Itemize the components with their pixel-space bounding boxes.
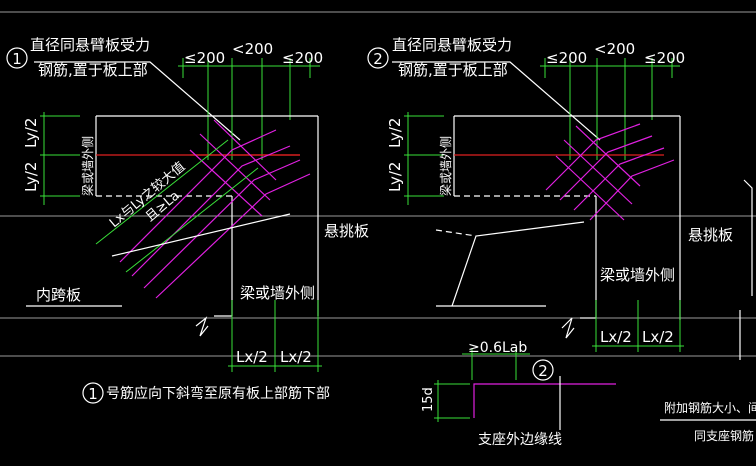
bar-number: 2 [538,362,548,380]
bar-detail: ≥0.6Lab 2 15d 支座外边缘线 [421,340,616,448]
legend-line2: 同支座钢筋 [694,428,754,443]
left-cantilever-label: 悬挑板 [324,222,369,240]
left-dim-top-3: ≤200 [282,49,323,67]
right-dim-ly-2: Ly/2 [386,162,404,192]
left-dim-ly-1: Ly/2 [22,118,40,148]
right-wall-label: 梁或墙外侧 [438,136,453,196]
left-note-line2: 钢筋,置于板上部 [38,61,148,79]
right-bottom-dimension: Lx/2 Lx/2 [592,300,684,352]
right-dim-top-2: <200 [594,40,635,58]
right-detail-number: 2 [373,50,383,68]
right-cantilever-label: 悬挑板 [688,226,733,244]
bar-anchor-label: ≥0.6Lab [468,340,527,356]
left-dim-lx-2: Lx/2 [280,348,312,366]
left-note-number-circle [82,382,104,404]
right-dim-top-1: ≤200 [546,49,587,67]
left-note-line1: 直径同悬臂板受力 [30,36,150,54]
right-note-line2: 钢筋,置于板上部 [398,61,508,79]
right-side-dimension: Ly/2 Ly/2 [386,112,444,205]
right-dim-top-3: ≤200 [644,49,685,67]
left-top-dimension: ≤200 <200 ≤200 [178,40,323,160]
left-detail-number: 1 [12,50,22,68]
left-diagonal-dimension: Lx与Ly之较大值 且≥La [95,139,291,273]
left-detail: 1 直径同悬臂板受力 钢筋,置于板上部 ≤200 <200 ≤200 Ly/2 … [6,36,369,404]
right-wall-label-bottom: 梁或墙外侧 [600,266,675,284]
right-top-dimension: ≤200 <200 ≤200 [540,40,685,160]
bar-support-label: 支座外边缘线 [478,432,562,448]
left-side-dimension: Ly/2 Ly/2 [22,112,80,205]
left-detail-number-circle [6,47,28,69]
right-detail-number-circle [367,47,389,69]
left-dim-top-2: <200 [232,40,273,58]
right-note-line1: 直径同悬臂板受力 [392,36,512,54]
left-bottom-dimension: Lx/2 Lx/2 [228,300,322,372]
left-dim-lx-1: Lx/2 [236,348,268,366]
left-note-number: 1 [88,385,98,403]
guide-lines [0,11,756,357]
left-wall-label: 梁或墙外侧 [80,136,95,196]
legend-line1: 附加钢筋大小、间距 [664,400,756,415]
bar-hook-label: 15d [421,387,436,412]
left-inner-span-label: 内跨板 [36,286,81,304]
right-dim-lx-2: Lx/2 [642,328,674,346]
right-detail: 2 直径同悬臂板受力 钢筋,置于板上部 ≤200 <200 ≤200 Ly/2 … [367,36,733,352]
left-rebars [119,119,311,299]
right-dim-lx-1: Lx/2 [600,328,632,346]
right-rebars [545,123,675,221]
legend: 附加钢筋大小、间距 同支座钢筋 [660,400,756,443]
left-wall-label-bottom: 梁或墙外侧 [240,284,315,302]
left-bottom-note: 号筋应向下斜弯至原有板上部筋下部 [106,385,330,402]
bar-number-circle [532,359,554,381]
bar-rebar [473,383,616,418]
left-dim-top-1: ≤200 [184,49,225,67]
right-dim-ly-1: Ly/2 [386,118,404,148]
left-dim-ly-2: Ly/2 [22,162,40,192]
edge-marks [739,179,753,360]
right-outline [435,115,681,339]
